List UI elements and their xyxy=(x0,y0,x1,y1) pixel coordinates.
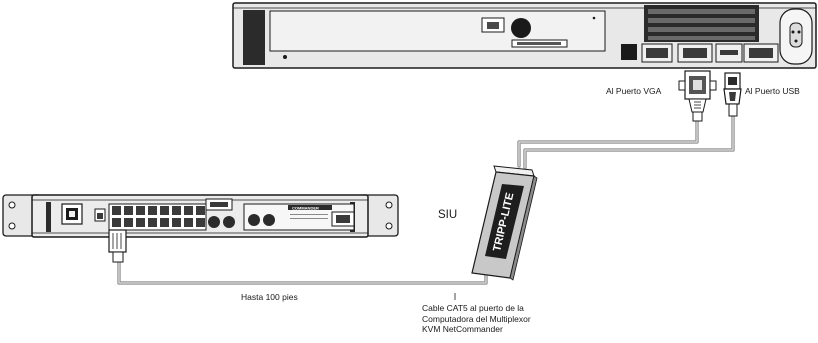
cable-note: Cable CAT5 al puerto de la Computadora d… xyxy=(422,303,531,335)
cable-note-line-2: Computadora del Multiplexor xyxy=(422,313,531,324)
usb-connector-icon xyxy=(723,72,742,117)
siu-dongle: TRIPP-LITE xyxy=(471,165,538,281)
usb-port-label: Al Puerto USB xyxy=(745,86,800,96)
cat5-cable xyxy=(117,260,488,285)
server-computer xyxy=(232,2,817,69)
siu-label: SIU xyxy=(438,209,458,221)
distance-label: Hasta 100 pies xyxy=(241,292,298,302)
rj45-connector-icon xyxy=(108,229,127,263)
kvm-brand-label: COMMANDER xyxy=(292,205,319,210)
server-fan-grille xyxy=(644,5,759,42)
cable-note-line-1: Cable CAT5 al puerto de la xyxy=(422,303,524,313)
vga-cable xyxy=(517,119,699,168)
kvm-switch: COMMANDER xyxy=(2,194,399,238)
vga-connector-icon xyxy=(678,70,717,122)
vga-port-label: Al Puerto VGA xyxy=(606,86,662,96)
cable-note-line-3: KVM NetCommander xyxy=(422,324,503,334)
kvm-port-bank xyxy=(112,206,205,227)
